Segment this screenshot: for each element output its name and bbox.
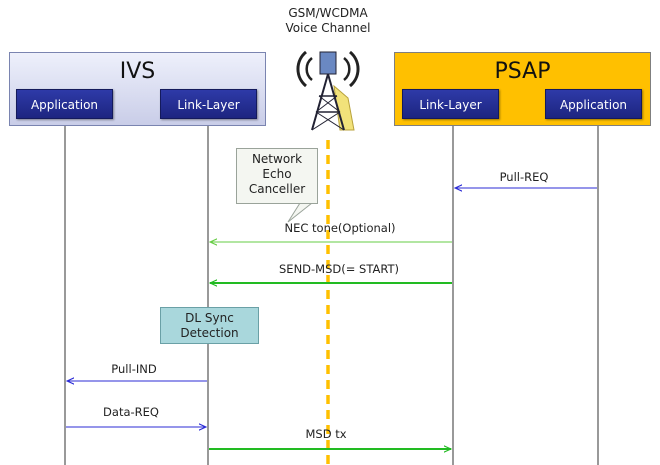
dl-sync-note-line: Detection xyxy=(180,326,239,340)
message-label-send-msd: SEND-MSD(= START) xyxy=(279,262,399,276)
psap-link-layer-box: Link-Layer xyxy=(402,89,499,119)
channel-title-line2: Voice Channel xyxy=(285,21,371,35)
nec-callout-tail xyxy=(287,202,313,223)
dl-sync-note-line: DL Sync xyxy=(185,311,234,325)
channel-title: GSM/WCDMA Voice Channel xyxy=(285,6,370,36)
ivs-group-title: IVS xyxy=(119,59,156,84)
nec-note: Network Echo Canceller xyxy=(236,148,318,204)
cell-tower-icon xyxy=(296,50,360,131)
message-label-msd-tx: MSD tx xyxy=(305,427,347,441)
ivs-link-layer-box: Link-Layer xyxy=(160,89,257,119)
nec-note-line: Echo xyxy=(262,167,292,181)
message-label-nec-tone: NEC tone(Optional) xyxy=(284,221,396,235)
psap-application-box: Application xyxy=(545,89,642,119)
ivs-application-box: Application xyxy=(16,89,113,119)
nec-note-line: Network xyxy=(251,152,303,166)
message-label-pull-ind: Pull-IND xyxy=(111,362,157,376)
channel-title-line1: GSM/WCDMA xyxy=(288,6,368,20)
psap-group-title: PSAP xyxy=(494,59,551,84)
dl-sync-note: DL Sync Detection xyxy=(160,307,259,344)
nec-note-line: Canceller xyxy=(248,182,306,196)
message-label-data-req: Data-REQ xyxy=(103,405,159,419)
message-label-pull-req: Pull-REQ xyxy=(499,170,549,184)
